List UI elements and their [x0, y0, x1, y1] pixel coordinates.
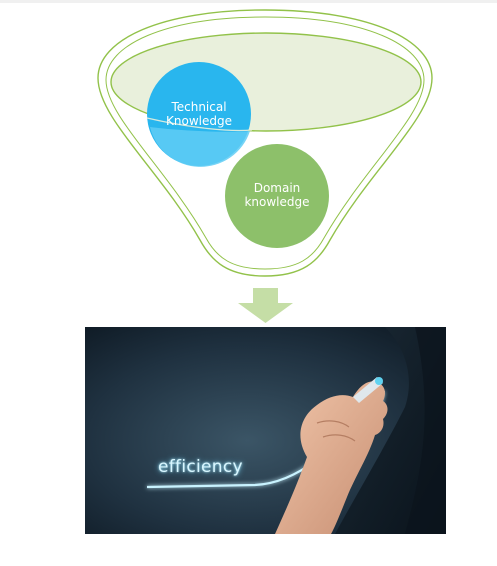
technical-label-line2: Knowledge	[166, 114, 232, 128]
domain-knowledge-circle	[225, 144, 329, 248]
circle-lower-tint	[150, 127, 250, 167]
funnel-inner-outline	[105, 16, 425, 270]
photo-illustration	[85, 327, 446, 534]
domain-label-line2: knowledge	[244, 195, 309, 209]
technical-label-line1: Technical	[170, 100, 226, 114]
funnel-diagram: Technical Knowledge Domain knowledge	[97, 9, 433, 323]
top-border	[0, 0, 497, 3]
efficiency-caption: efficiency	[158, 457, 243, 477]
ellipse-rim-overlay	[146, 117, 253, 132]
domain-label-line1: Domain	[254, 181, 301, 195]
efficiency-photo: efficiency	[85, 327, 446, 534]
down-arrow-icon	[238, 288, 293, 323]
